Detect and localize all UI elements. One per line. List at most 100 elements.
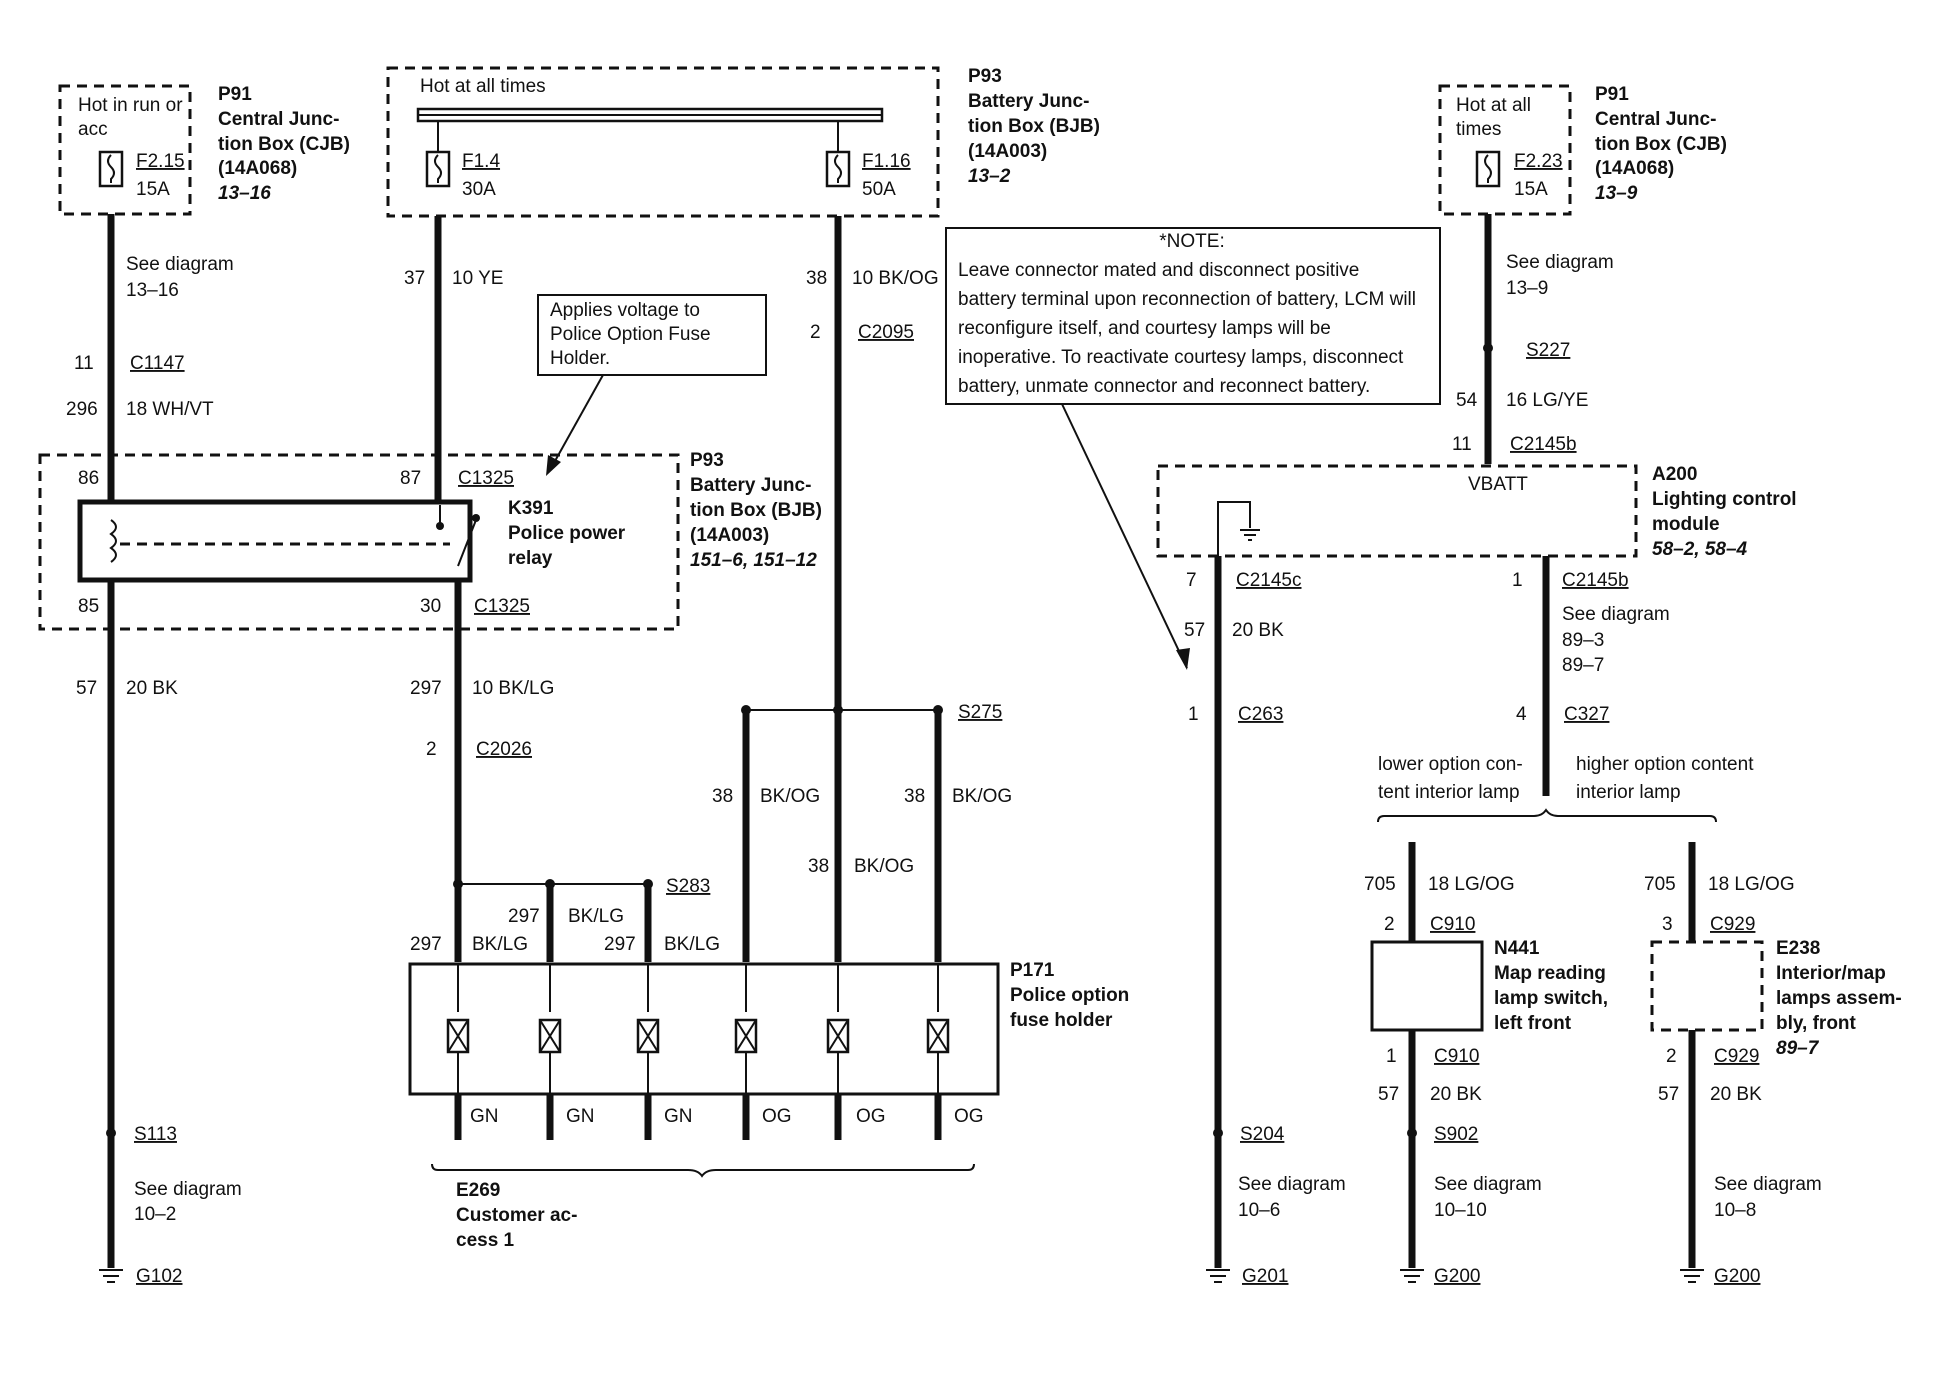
bjb-hot-label: Hot at all times — [420, 76, 546, 97]
cjb-right-hot-label: Hot at all — [1456, 95, 1531, 116]
c910-top-pin: 2 — [1384, 914, 1395, 935]
lower-option-label-2: tent interior lamp — [1378, 782, 1520, 803]
see-diagram-89-3: 89–3 — [1562, 630, 1604, 651]
s283-circuit-2: 297 — [508, 906, 540, 927]
output-3-color: GN — [664, 1106, 693, 1127]
wire-10-bk-lg: 10 BK/LG — [472, 678, 554, 699]
c910-bot-pin: 1 — [1386, 1046, 1397, 1067]
e238-name-3: lamps assem- — [1776, 988, 1902, 1009]
relay-conn-top: C1325 — [458, 468, 514, 489]
s283-wire-2: BK/LG — [568, 906, 624, 927]
bjb-top: Hot at all times F1.4 30A F1.16 50A P93 … — [386, 66, 1100, 218]
cjb-left-name: P91 — [218, 84, 252, 105]
fuse-f1-16-amps: 50A — [862, 179, 896, 200]
circuit-297-main: 297 — [410, 678, 442, 699]
callout-line-2: Police Option Fuse — [550, 324, 711, 345]
see-diagram-10-8: See diagram — [1714, 1174, 1822, 1195]
relay-pin-30: 30 — [420, 596, 441, 617]
relay-bjb-ref: 151–6, 151–12 — [690, 550, 817, 571]
s275-circuit-2: 38 — [808, 856, 829, 877]
circuit-38-top: 38 — [806, 268, 827, 289]
fuse-f2-23-amps: 15A — [1514, 179, 1548, 200]
wire-10-bk-og: 10 BK/OG — [852, 268, 939, 289]
bjb-top-name: P93 — [968, 66, 1002, 87]
see-diagram-89-7: 89–7 — [1562, 655, 1604, 676]
bjb-top-ref: 13–2 — [968, 166, 1011, 187]
fuse-f2-15-label: F2.15 — [136, 151, 185, 172]
c929-top-label: C929 — [1710, 914, 1755, 935]
relay-pin-86: 86 — [78, 468, 99, 489]
relay-bjb-name-4: (14A003) — [690, 525, 769, 546]
note-line-4: inoperative. To reactivate courtesy lamp… — [958, 347, 1404, 368]
e238-name-2: Interior/map — [1776, 963, 1886, 984]
see-diagram-10-6-ref: 10–6 — [1238, 1200, 1280, 1221]
output-4-color: OG — [762, 1106, 792, 1127]
s275-wire-1: BK/OG — [760, 786, 820, 807]
s902-splice-icon — [1407, 1128, 1417, 1138]
n441-name-2: Map reading — [1494, 963, 1606, 984]
c2145b-top-pin: 11 — [1452, 434, 1472, 455]
e238-branch: 705 18 LG/OG 3 C929 E238 Interior/map la… — [1644, 842, 1902, 1287]
wire-f1-16: 38 10 BK/OG 2 C2095 — [806, 216, 939, 710]
s275-wire-3: BK/OG — [952, 786, 1012, 807]
fuse-f2-23-label: F2.23 — [1514, 151, 1563, 172]
see-diagram-10-10: See diagram — [1434, 1174, 1542, 1195]
output-2-color: GN — [566, 1106, 595, 1127]
e238-ref: 89–7 — [1776, 1038, 1820, 1059]
c910-top-label: C910 — [1430, 914, 1475, 935]
n441-branch: 705 18 LG/OG 2 C910 N441 Map reading lam… — [1364, 842, 1608, 1287]
g201-label: G201 — [1242, 1266, 1288, 1287]
c2145b-bot-pin: 1 — [1512, 570, 1523, 591]
note-box: *NOTE: Leave connector mated and disconn… — [945, 227, 1441, 405]
lower-option-label: lower option con- — [1378, 754, 1523, 775]
fuse-f2-15-amps: 15A — [136, 179, 170, 200]
c2095-pin: 2 — [810, 322, 821, 343]
cjb-left-name-3: tion Box (CJB) — [218, 134, 350, 155]
n441-name-4: left front — [1494, 1013, 1572, 1034]
fuse-f1-4-amps: 30A — [462, 179, 496, 200]
c2145b-top-label: C2145b — [1510, 434, 1577, 455]
s275-wire-2: BK/OG — [854, 856, 914, 877]
circuit-705-n441: 705 — [1364, 874, 1396, 895]
customer-access-brace — [431, 1163, 975, 1178]
relay-name: K391 — [508, 498, 554, 519]
output-5-color: OG — [856, 1106, 886, 1127]
circuit-296: 296 — [66, 399, 98, 420]
note-pointer — [1061, 403, 1188, 669]
fuse-holder-name-2: Police option — [1010, 985, 1129, 1006]
relay-pin-87: 87 — [400, 468, 421, 489]
fuse-holder-fuse-6 — [926, 964, 950, 1094]
lcm-name-3: module — [1652, 514, 1720, 535]
wire-20-bk-left: 20 BK — [126, 678, 178, 699]
callout-line-3: Holder. — [550, 348, 610, 369]
cjb-left-ref: 13–16 — [218, 183, 271, 204]
e238-name: E238 — [1776, 938, 1820, 959]
relay-name-3: relay — [508, 548, 553, 569]
fuse-f1-4-label: F1.4 — [462, 151, 500, 172]
fuse-holder-fuse-1 — [446, 964, 470, 1094]
s113-splice-icon — [106, 1128, 116, 1138]
c263-pin: 1 — [1188, 704, 1199, 725]
n441-name: N441 — [1494, 938, 1540, 959]
see-diagram-89: See diagram — [1562, 604, 1670, 625]
cjb-right-name-4: (14A068) — [1595, 158, 1674, 179]
cjb-left: Hot in run or acc F2.15 15A P91 Central … — [58, 84, 350, 216]
callout-box: Applies voltage to Police Option Fuse Ho… — [537, 294, 767, 376]
wire-right-top: See diagram 13–9 S227 54 16 LG/YE 11 C21… — [1452, 214, 1614, 464]
g102-label: G102 — [136, 1266, 182, 1287]
wire-18-lg-og-n441: 18 LG/OG — [1428, 874, 1515, 895]
see-diagram-13-9: See diagram — [1506, 252, 1614, 273]
relay-coil-icon — [109, 519, 117, 563]
wire-20-bk-c2145c: 20 BK — [1232, 620, 1284, 641]
output-6-color: OG — [954, 1106, 984, 1127]
c1147-pin: 11 — [74, 353, 94, 374]
lcm-vbatt: VBATT — [1468, 474, 1528, 495]
note-title: *NOTE: — [1159, 231, 1224, 252]
lcm-name: A200 — [1652, 464, 1697, 485]
c2145c-label: C2145c — [1236, 570, 1302, 591]
s275-label: S275 — [958, 702, 1002, 723]
relay-bjb: 86 87 C1325 85 30 C1325 K391 Police powe… — [38, 450, 822, 631]
relay-pin-85: 85 — [78, 596, 99, 617]
relay-body — [77, 499, 473, 583]
